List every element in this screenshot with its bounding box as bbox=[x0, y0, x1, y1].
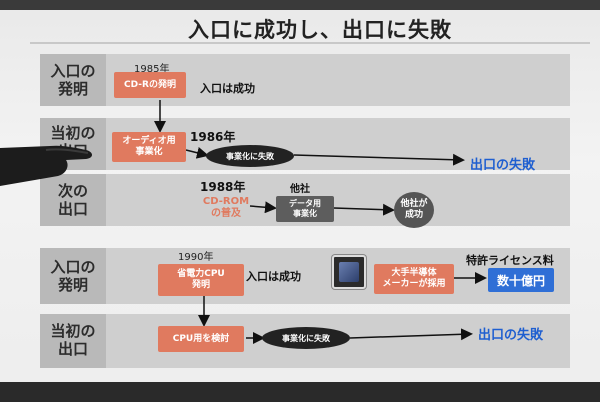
exit-failure-text: 出口の失敗 bbox=[470, 158, 536, 173]
patent-value: 数十億円 bbox=[496, 273, 545, 288]
patent-license-label: 特許ライセンス料 bbox=[466, 254, 554, 267]
box-text: 大手半導体 メーカーが採用 bbox=[382, 268, 446, 289]
cpu-die bbox=[339, 262, 359, 282]
label-s2-initial-exit: 当初の 出口 bbox=[43, 322, 103, 358]
box-audio-commercialization: オーディオ用 事業化 bbox=[112, 132, 186, 162]
box-text: データ用 事業化 bbox=[289, 199, 321, 218]
box-data-commercialization: データ用 事業化 bbox=[276, 196, 334, 222]
year-1988: 1988年 bbox=[200, 180, 246, 194]
title-divider bbox=[30, 42, 590, 44]
label-bg-s1-row1 bbox=[40, 54, 106, 106]
ellipse-commercial-failure: 事業化に失敗 bbox=[206, 145, 294, 167]
box-cdr-invention: CD-Rの発明 bbox=[114, 72, 186, 98]
label-bg-s1-row3 bbox=[40, 174, 106, 226]
label-text: 次の 出口 bbox=[57, 182, 88, 218]
box-semiconductor-adoption: 大手半導体 メーカーが採用 bbox=[374, 264, 454, 294]
entry-success-text: 入口は成功 bbox=[200, 82, 255, 95]
label-text: 入口の 発明 bbox=[50, 258, 96, 294]
ellipse-commercial-failure-2: 事業化に失敗 bbox=[262, 327, 350, 349]
ellipse-text: 事業化に失敗 bbox=[226, 151, 274, 161]
label-s2-invention: 入口の 発明 bbox=[43, 258, 103, 294]
other-company-text: 他社 bbox=[290, 184, 310, 195]
circle-other-company-success: 他社が 成功 bbox=[394, 192, 434, 228]
label-text: 入口の 発明 bbox=[50, 62, 96, 98]
cpu-chip-icon bbox=[332, 255, 366, 289]
patent-value-box: 数十億円 bbox=[488, 268, 554, 292]
year-1990: 1990年 bbox=[178, 252, 214, 263]
pointing-hand-icon bbox=[0, 145, 92, 186]
box-text: 省電力CPU 発明 bbox=[177, 269, 225, 290]
cdrom-text: CD-ROM の普及 bbox=[202, 196, 250, 219]
entry-success-text-2: 入口は成功 bbox=[246, 270, 301, 283]
label-s1-invention: 入口の 発明 bbox=[43, 62, 103, 98]
box-cpu-consideration: CPU用を検討 bbox=[158, 326, 244, 352]
circle-text: 他社が 成功 bbox=[400, 199, 428, 220]
label-bg-s2-row2 bbox=[40, 314, 106, 368]
ellipse-text: 事業化に失敗 bbox=[282, 333, 330, 343]
year-1985: 1985年 bbox=[134, 64, 170, 75]
label-s1-next-exit: 次の 出口 bbox=[43, 182, 103, 218]
label-text: 当初の 出口 bbox=[50, 322, 96, 358]
slide-title: 入口に成功し、出口に失敗 bbox=[188, 18, 452, 42]
box-lowpower-cpu-invention: 省電力CPU 発明 bbox=[158, 264, 244, 296]
exit-failure-text-2: 出口の失敗 bbox=[478, 328, 544, 343]
box-text: CPU用を検討 bbox=[172, 333, 230, 344]
label-bg-s2-row1 bbox=[40, 248, 106, 304]
year-1986: 1986年 bbox=[190, 130, 236, 144]
box-text: オーディオ用 事業化 bbox=[122, 136, 176, 157]
projector-top-edge bbox=[0, 0, 600, 10]
box-text: CD-Rの発明 bbox=[124, 79, 176, 90]
projector-bottom-edge bbox=[0, 382, 600, 402]
cdrom-spread-text: CD-ROM の普及 bbox=[196, 196, 256, 220]
